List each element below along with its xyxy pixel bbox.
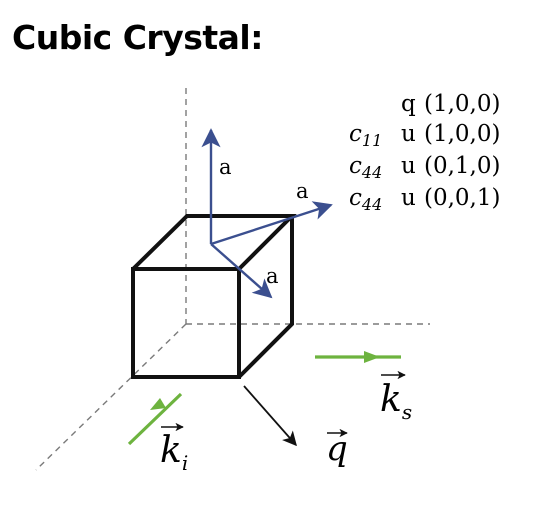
cube-top-face — [131, 214, 297, 271]
label-a-right: a — [296, 179, 309, 203]
cube — [131, 214, 297, 379]
q-label: q — [326, 428, 348, 469]
row-2-vector: (0,1,0) — [424, 153, 500, 179]
svg-text:ki: ki — [160, 430, 188, 475]
cube-front-face — [131, 267, 241, 379]
ks-sub: s — [402, 400, 412, 424]
polarization-arrows — [201, 128, 333, 299]
page-title: Cubic Crystal: — [12, 18, 263, 57]
table-row-q: q (1,0,0) — [401, 91, 500, 117]
table-row-3: c44 u (0,0,1) — [349, 185, 500, 214]
axis-diagonal — [35, 323, 187, 471]
row-q-symbol: q — [401, 91, 416, 117]
ks-main: k — [380, 379, 402, 420]
green-arrows — [127, 355, 401, 446]
dashed-axes — [35, 88, 430, 471]
ks-label: ks — [380, 370, 412, 424]
table-row-1: c11 u (1,0,0) — [349, 121, 500, 150]
label-a-down: a — [266, 264, 279, 288]
ki-sub: i — [182, 451, 188, 475]
mode-table: q (1,0,0) c11 u (1,0,0) c44 u (0,1,0) c4… — [349, 91, 500, 214]
row-q-vector: (1,0,0) — [424, 91, 500, 117]
svg-text:ks: ks — [380, 379, 412, 424]
row-3-symbol: u — [401, 185, 416, 211]
arrow-down — [210, 243, 273, 299]
q-arrow — [243, 385, 297, 447]
row-1-symbol: u — [401, 121, 416, 147]
label-a-up: a — [219, 155, 232, 179]
scattered-arrowhead-icon — [364, 351, 380, 363]
row-2-coef: c44 — [349, 153, 382, 182]
row-1-vector: (1,0,0) — [424, 121, 500, 147]
q-text: q — [326, 429, 348, 469]
ki-label: ki — [160, 422, 188, 475]
cube-side-face — [237, 216, 294, 379]
row-3-vector: (0,0,1) — [424, 185, 500, 211]
row-2-symbol: u — [401, 153, 416, 179]
table-row-2: c44 u (0,1,0) — [349, 153, 500, 182]
arrow-right — [210, 201, 333, 246]
ki-main: k — [160, 430, 182, 471]
incident-arrow — [127, 392, 183, 446]
incident-arrowhead-icon — [150, 398, 166, 410]
row-3-coef: c44 — [349, 185, 382, 214]
row-1-coef: c11 — [349, 121, 382, 150]
